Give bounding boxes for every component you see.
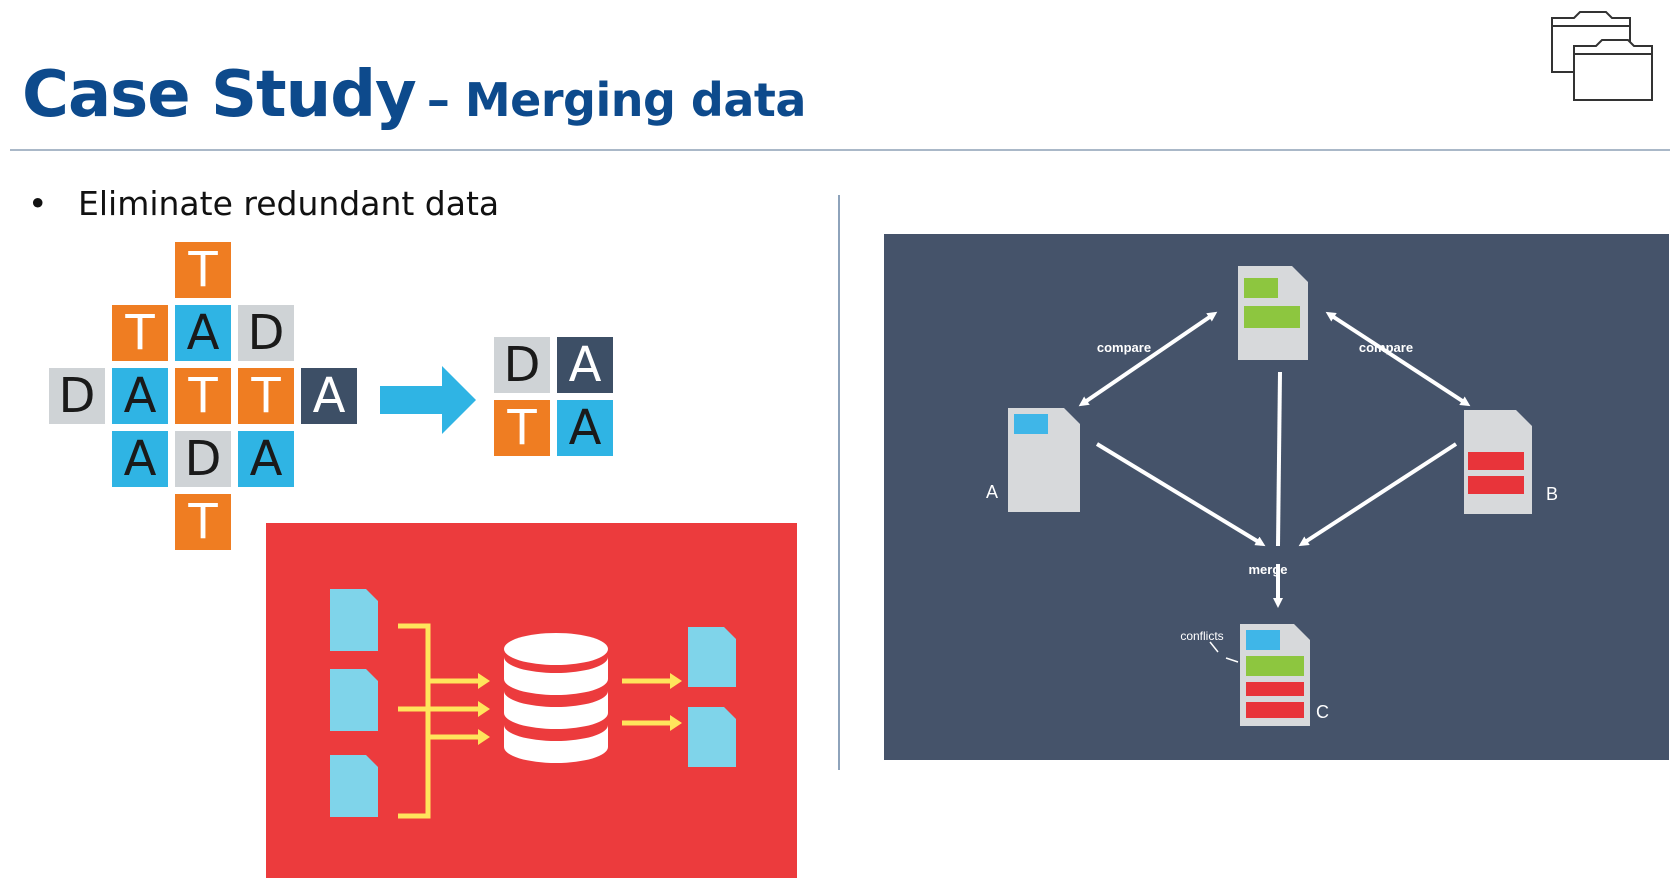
letter-tile: T (238, 368, 294, 424)
merge-label: merge (1248, 562, 1287, 577)
merge-arrow-b (1298, 442, 1458, 547)
doc-c-label: C (1316, 702, 1329, 722)
document-c-icon (1209, 624, 1310, 726)
diagram-arrows (1078, 311, 1471, 608)
merge-panel (266, 523, 797, 878)
result-tile: T (494, 400, 550, 456)
compare-arrow-left (1078, 311, 1218, 407)
folders-icon (1551, 11, 1653, 101)
merge-arrow-a (1095, 442, 1266, 547)
merge-diagram-panel: compare compare merge conflicts A B C (884, 234, 1669, 760)
merge-diagram: compare compare merge conflicts A B C (986, 266, 1558, 726)
document-a-icon (1008, 408, 1080, 512)
result-tile: A (557, 337, 613, 393)
document-icon (688, 627, 736, 767)
letter-tile: A (238, 431, 294, 487)
doc-b-label: B (1546, 484, 1558, 504)
merge-arrows-icon (398, 623, 672, 819)
page-title: Case Study – Merging data (22, 58, 806, 132)
title-sub: – Merging data (426, 73, 807, 127)
result-tile: D (494, 337, 550, 393)
doc-a-label: A (986, 482, 998, 502)
base-document-icon (1238, 266, 1308, 360)
database-icon (504, 633, 608, 763)
bullet-text: Eliminate redundant data (78, 184, 500, 223)
compare-arrow-right (1325, 311, 1471, 407)
merge-arrow-center (1276, 371, 1282, 547)
compare-left-label: compare (1097, 340, 1151, 355)
title-rule (10, 149, 1670, 151)
letter-tile: D (238, 305, 294, 361)
letter-tile: A (175, 305, 231, 361)
letter-tile: T (175, 494, 231, 550)
letter-tile: D (49, 368, 105, 424)
merge-illustration (330, 589, 736, 819)
title-main: Case Study (22, 58, 417, 132)
letter-tile: D (175, 431, 231, 487)
letter-tile: A (112, 368, 168, 424)
result-tile: A (557, 400, 613, 456)
document-icon (330, 589, 378, 817)
bullet-item: • Eliminate redundant data (28, 184, 499, 223)
compare-right-label: compare (1359, 340, 1413, 355)
letter-tile: T (175, 368, 231, 424)
conflicts-label: conflicts (1180, 629, 1223, 643)
document-b-icon (1464, 410, 1532, 514)
letter-tile: A (301, 368, 357, 424)
letter-tile: T (112, 305, 168, 361)
letter-tile: A (112, 431, 168, 487)
column-divider (838, 195, 840, 770)
bullet-dot-icon: • (28, 184, 48, 223)
letter-tile: T (175, 242, 231, 298)
